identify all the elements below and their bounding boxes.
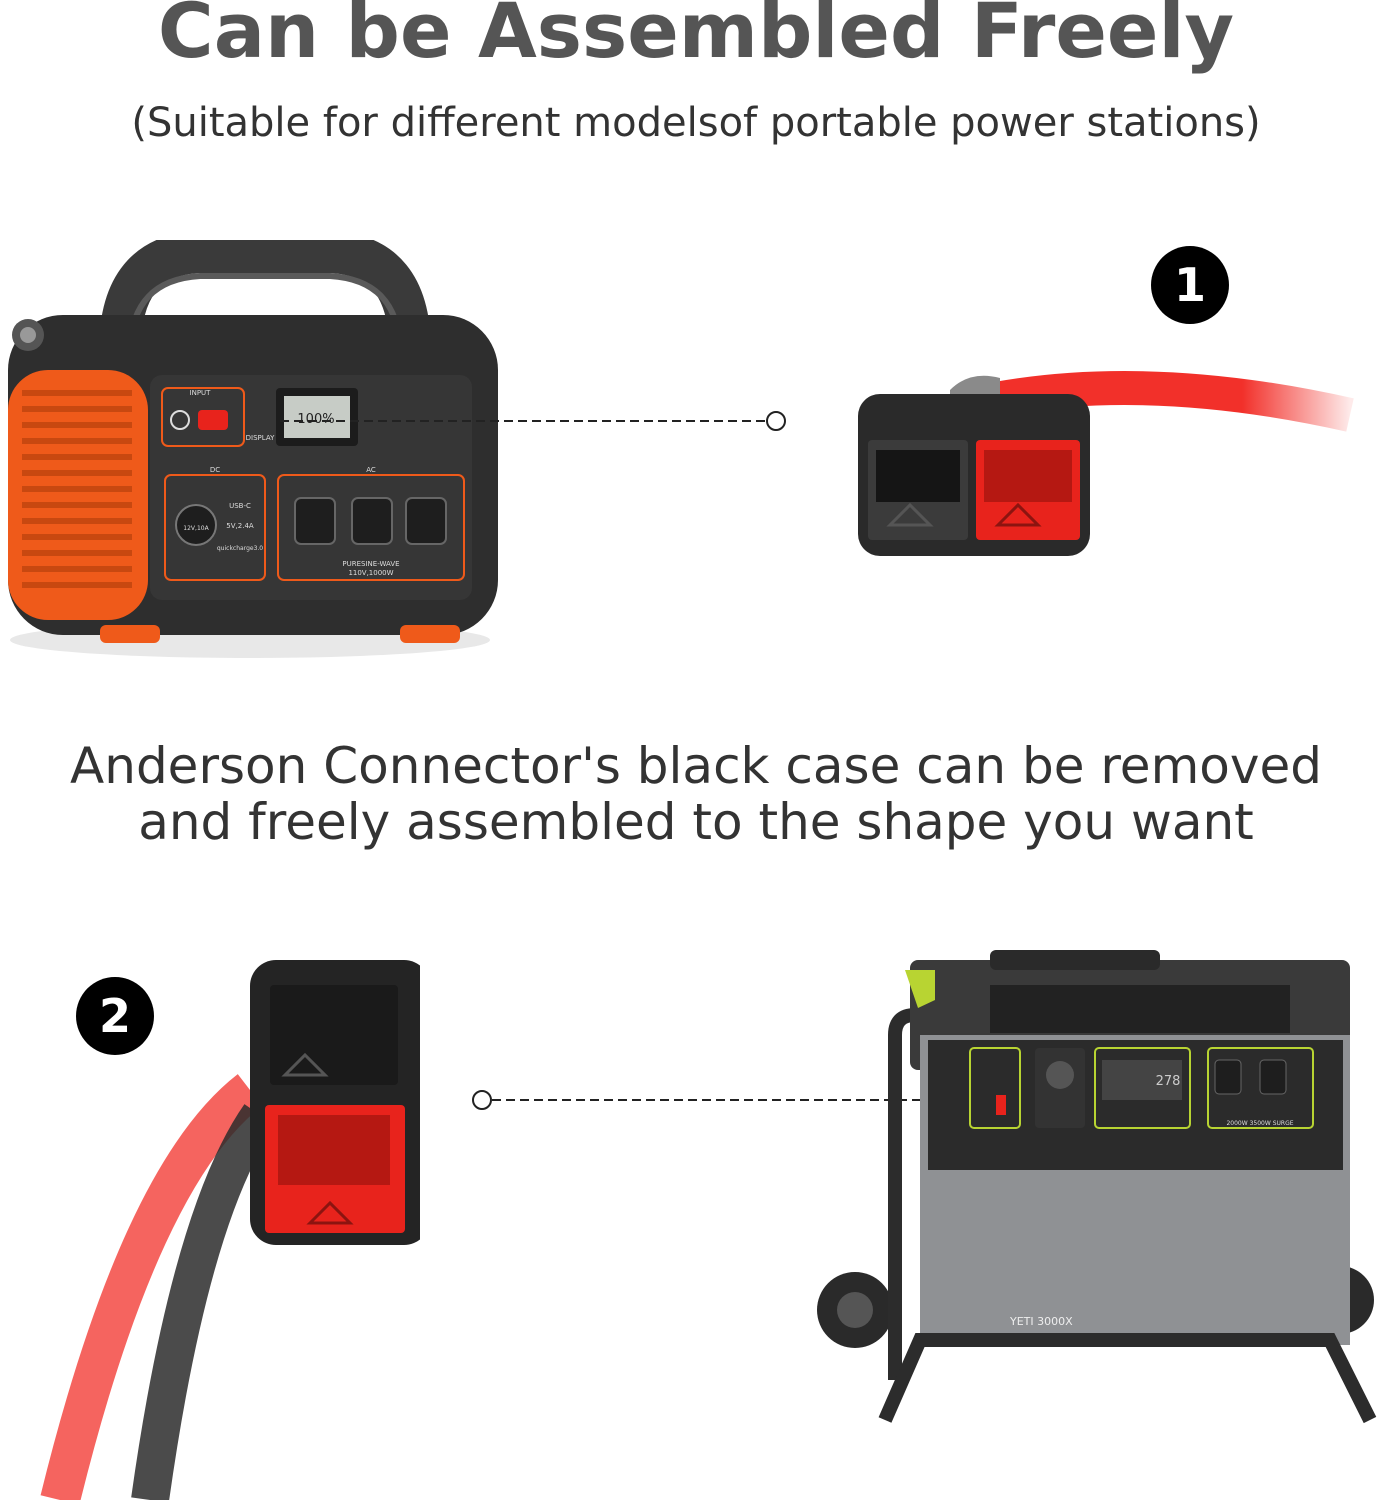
display-label: DISPLAY	[246, 434, 275, 442]
leader-line-2	[472, 1090, 1003, 1110]
step-badge-2: 2	[76, 977, 154, 1055]
dc-label: DC	[210, 466, 220, 474]
car-port-label: 12V,10A	[183, 525, 209, 532]
rating-label: 110V,1000W	[348, 569, 393, 577]
ac-label: AC	[366, 466, 376, 474]
input-label: INPUT	[190, 389, 212, 397]
orange-power-station-image: 100% INPUT DISPLAY DC 12V,10A USB-C 5V,2…	[8, 240, 498, 658]
yeti-surge-label: 2000W 3500W SURGE	[1226, 1120, 1293, 1127]
anderson-connector-image-2	[40, 960, 420, 1500]
page-title: Can be Assembled Freely	[157, 0, 1235, 75]
step-number-1: 1	[1173, 258, 1206, 312]
usb-c-label: USB-C	[229, 502, 251, 510]
yeti-model-label: YETI 3000X	[1009, 1315, 1073, 1328]
yeti-screen-value: 278	[1156, 1074, 1181, 1089]
orange-screen-value: 100%	[297, 412, 334, 427]
wave-label: PURESINE-WAVE	[342, 560, 399, 568]
qc-label: quickcharge3.0	[217, 545, 263, 552]
page-subtitle: (Suitable for different modelsof portabl…	[131, 100, 1261, 146]
caption-line-1: Anderson Connector's black case can be r…	[70, 737, 1322, 795]
step-number-2: 2	[98, 989, 131, 1043]
caption: Anderson Connector's black case can be r…	[0, 738, 1392, 850]
usb-label: 5V,2.4A	[226, 522, 254, 530]
step-badge-1: 1	[1151, 246, 1229, 324]
anderson-connector-image-1	[858, 371, 1354, 556]
leader-line-1	[280, 411, 786, 431]
caption-line-2: and freely assembled to the shape you wa…	[138, 793, 1254, 851]
yeti-power-station-image: 278 2000W 3500W SURGE YETI 3000X	[817, 950, 1377, 1424]
